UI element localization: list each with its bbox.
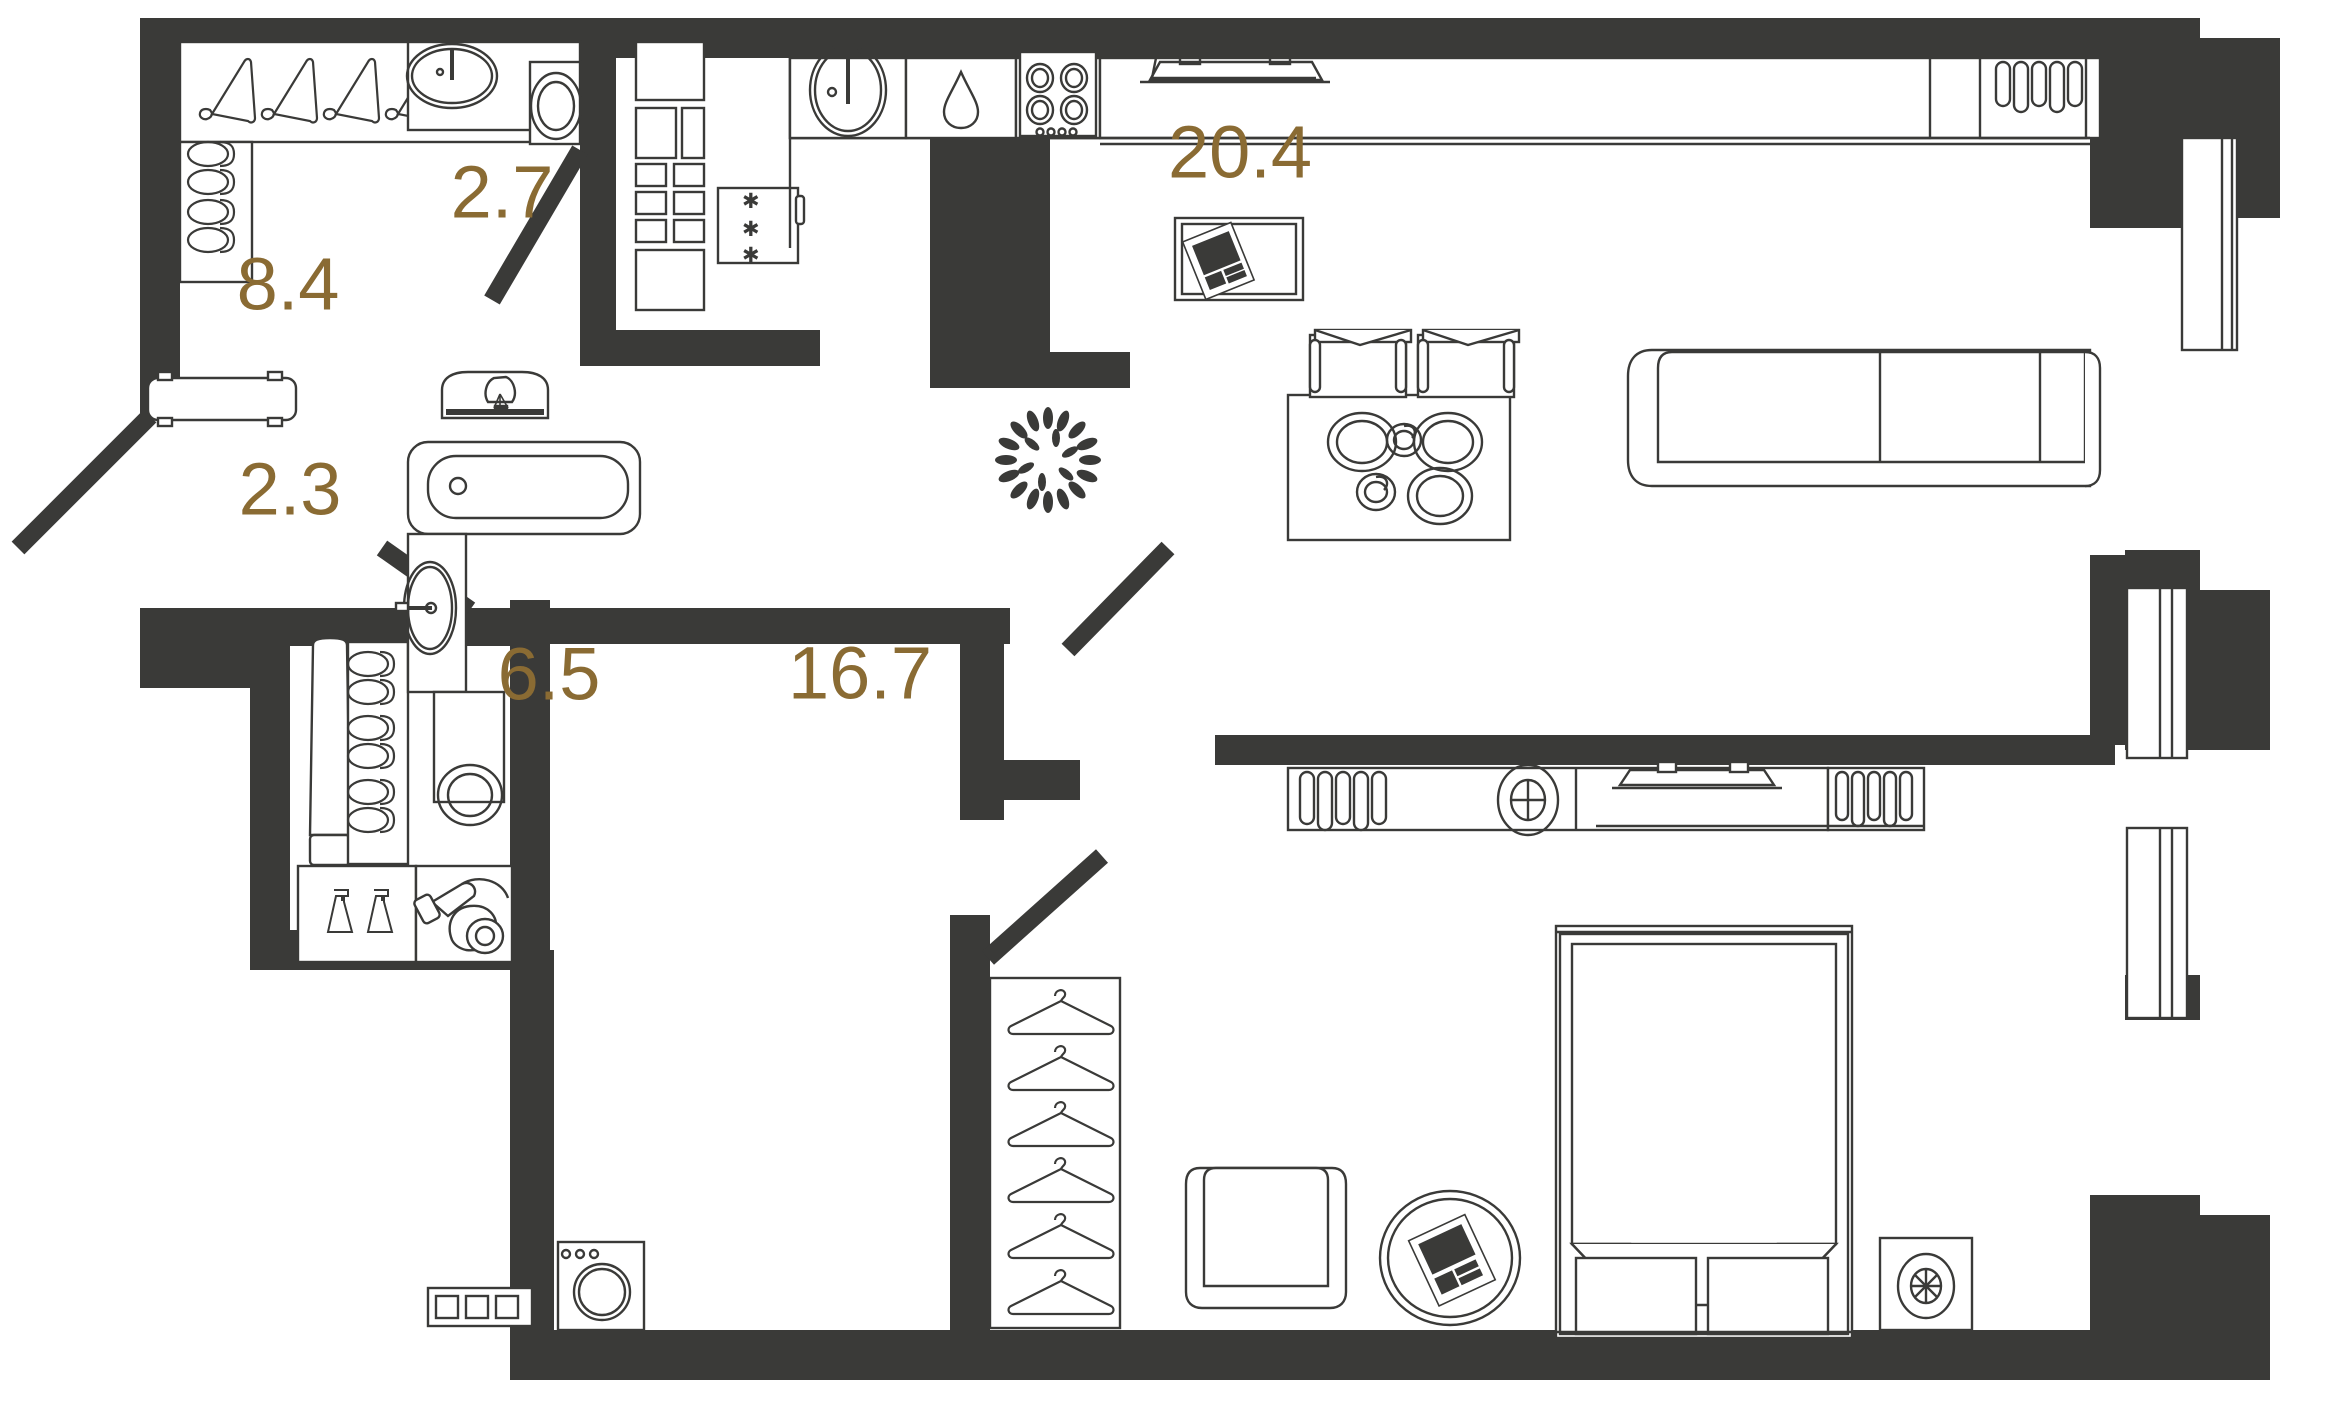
vacuum-cleaner-cabinet [413, 864, 514, 964]
cleaning-bottles-cabinet [296, 864, 418, 964]
bedroom-furniture [988, 407, 1974, 1340]
living-furniture [1173, 216, 2102, 837]
washing-machine [556, 1240, 646, 1332]
round-rug-newspaper [1378, 1189, 1522, 1327]
bathroom-door [1061, 541, 1175, 657]
pillow-right [1706, 1256, 1830, 1336]
plant-icon [995, 407, 1101, 513]
towel-rail: ✱ ✱ ✱ [716, 186, 806, 267]
bathroom-toilet [432, 690, 506, 827]
dining-table [1286, 393, 1512, 542]
bedroom-window-upper [2125, 586, 2189, 760]
bathtub [406, 440, 642, 536]
svg-text:✱: ✱ [742, 190, 760, 213]
wash-basin [405, 42, 499, 110]
living-window [2180, 136, 2239, 352]
area-labels-layer: 8.4 2.7 2.3 6.5 20.4 16.7 [237, 111, 1312, 716]
area-label-bedroom: 16.7 [788, 632, 932, 715]
double-bed [1554, 924, 1854, 1340]
console-table [146, 376, 298, 422]
cooktop-4-burner [1014, 50, 1102, 140]
chair-left [1308, 328, 1413, 399]
armchair [1184, 1166, 1348, 1310]
shelving-unit [634, 40, 706, 312]
bathroom-fixtures [394, 370, 646, 1332]
wardrobe-hangers [988, 976, 1122, 1330]
svg-text:✱: ✱ [742, 244, 760, 267]
toilet [529, 71, 583, 141]
bathroom-wash-basin [394, 532, 468, 694]
area-label-living: 20.4 [1168, 111, 1312, 194]
bedroom-window-lower [2125, 826, 2189, 1020]
knife-block [1978, 56, 2088, 140]
nightstand-floor-lamp [1878, 1236, 1974, 1332]
entry-door [11, 409, 157, 555]
svg-text:✱: ✱ [742, 218, 760, 241]
utility-fixtures [296, 636, 514, 964]
water-heater [308, 636, 352, 837]
chair-right [1416, 328, 1521, 399]
bathroom-radiator [426, 1286, 534, 1328]
faucet-drop-icon [904, 56, 1018, 140]
area-label-utility: 2.3 [239, 448, 342, 531]
utility-shoe-rack [346, 640, 410, 866]
mirror-cabinet [440, 370, 550, 420]
wc-door [484, 145, 588, 305]
sink [788, 42, 908, 140]
windows-layer [2125, 136, 2239, 1020]
wc-fixtures: ✱ ✱ ✱ [405, 40, 806, 312]
area-label-hall: 8.4 [237, 243, 340, 326]
sofa [1626, 348, 2102, 488]
area-label-wc: 2.7 [451, 151, 554, 234]
kitchen-fixtures [788, 42, 2102, 248]
pillow-left [1574, 1256, 1698, 1336]
bedroom-door [981, 849, 1109, 965]
area-label-bathroom: 6.5 [498, 633, 601, 716]
rug-newspaper [1173, 216, 1305, 302]
tv-unit [1286, 760, 1926, 837]
